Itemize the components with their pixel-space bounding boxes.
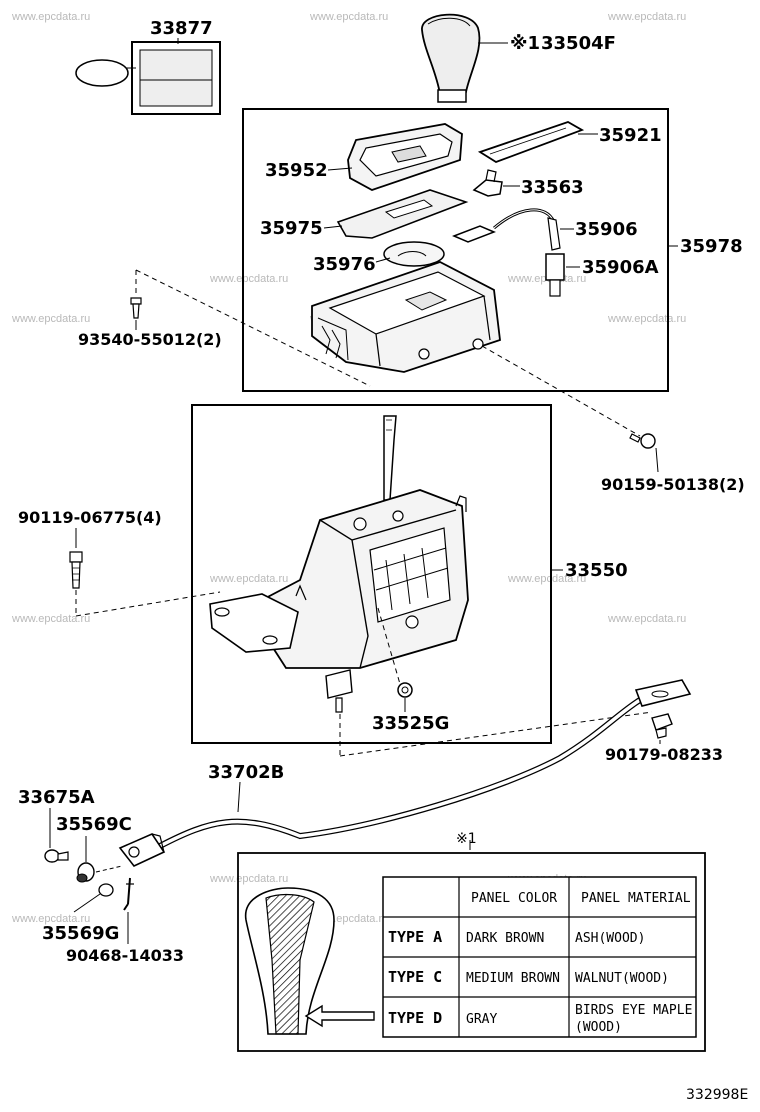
part-90468-clip[interactable] xyxy=(123,877,134,911)
table-cell-material-line2: (WOOD) xyxy=(575,1020,622,1035)
table-header-panel-color: PANEL COLOR xyxy=(471,891,557,906)
label-33525G: 33525G xyxy=(372,713,449,734)
watermark: www.epcdata.ru xyxy=(209,273,288,285)
table-cell-type: TYPE A xyxy=(388,928,442,946)
label-93540: 93540-55012(2) xyxy=(78,330,222,349)
part-indicator-housing[interactable] xyxy=(311,261,501,373)
part-35975-slide-plate[interactable] xyxy=(336,189,469,239)
label-35952: 35952 xyxy=(265,160,328,181)
watermark: www.epcdata.ru xyxy=(607,613,686,625)
part-35569G-bushing[interactable] xyxy=(98,883,114,897)
knob-section-icon xyxy=(245,887,335,1035)
label-33675A: 33675A xyxy=(18,787,95,808)
label-33504F-mark: ※1 xyxy=(510,33,540,54)
watermark: www.epcdata.ru xyxy=(209,873,288,885)
label-35569G: 35569G xyxy=(42,923,119,944)
label-33877: 33877 xyxy=(150,18,213,39)
detail-mark: ※1 xyxy=(456,831,477,847)
label-33563: 33563 xyxy=(521,177,584,198)
table-cell-material: ASH(WOOD) xyxy=(575,931,645,946)
table-cell-type: TYPE D xyxy=(388,1009,442,1027)
part-90119-bolt[interactable] xyxy=(69,551,83,589)
label-35906: 35906 xyxy=(575,219,638,240)
label-35569C: 35569C xyxy=(56,814,132,835)
label-90119: 90119-06775(4) xyxy=(18,508,162,527)
label-90159: 90159-50138(2) xyxy=(601,475,745,494)
panel-variant-table: PANEL COLOR PANEL MATERIAL TYPE A DARK B… xyxy=(382,876,697,1038)
watermark: www.epcdata.ru xyxy=(309,11,388,23)
watermark: www.epcdata.ru xyxy=(11,313,90,325)
part-33877-plate[interactable] xyxy=(75,41,221,115)
label-35906A: 35906A xyxy=(582,257,659,278)
table-cell-color: MEDIUM BROWN xyxy=(466,971,560,986)
label-35978: 35978 xyxy=(680,236,743,257)
label-35976: 35976 xyxy=(313,254,376,275)
part-33563-clip[interactable] xyxy=(472,169,503,197)
arrow-left-icon xyxy=(304,1004,375,1028)
label-35975: 35975 xyxy=(260,218,323,239)
detail-box-knob-variants xyxy=(237,852,706,1052)
part-90179-bolt[interactable] xyxy=(651,713,673,739)
watermark: www.epcdata.ru xyxy=(11,913,90,925)
watermark: www.epcdata.ru xyxy=(11,613,90,625)
label-33550: 33550 xyxy=(565,560,628,581)
watermarks: www.epcdata.ru www.epcdata.ru www.epcdat… xyxy=(11,11,686,925)
table-cell-material: WALNUT(WOOD) xyxy=(575,971,669,986)
label-35921: 35921 xyxy=(599,125,662,146)
drawing-number: 332998E xyxy=(686,1087,748,1103)
table-cell-color: GRAY xyxy=(466,1012,497,1027)
part-35906-bulb-wire[interactable] xyxy=(452,208,561,251)
part-35976-disc[interactable] xyxy=(383,241,445,267)
table-cell-material: BIRDS EYE MAPLE xyxy=(575,1003,692,1018)
label-33702B: 33702B xyxy=(208,762,284,783)
label-33504F: 33504F xyxy=(541,33,616,54)
watermark: www.epcdata.ru xyxy=(607,313,686,325)
part-93540-screw[interactable] xyxy=(130,297,142,319)
part-33675A-pin[interactable] xyxy=(44,849,69,863)
watermark: www.epcdata.ru xyxy=(209,573,288,585)
table-cell-type: TYPE C xyxy=(388,968,442,986)
part-35906A-socket[interactable] xyxy=(545,253,565,297)
label-90468: 90468-14033 xyxy=(66,946,184,965)
label-90179: 90179-08233 xyxy=(605,745,723,764)
part-35921-panel[interactable] xyxy=(477,121,585,163)
watermark: www.epcdata.ru xyxy=(11,11,90,23)
table-cell-color: DARK BROWN xyxy=(466,931,544,946)
part-90159-screw[interactable] xyxy=(629,433,656,449)
watermark: www.epcdata.ru xyxy=(507,573,586,585)
assembly-box-33550 xyxy=(191,404,552,744)
part-33702B-cable[interactable] xyxy=(118,679,692,867)
part-35569C-bushing[interactable] xyxy=(76,862,95,883)
table-header-panel-material: PANEL MATERIAL xyxy=(581,891,691,906)
part-33504F-knob[interactable] xyxy=(421,13,481,103)
part-33550-shift-lever[interactable] xyxy=(209,415,469,713)
part-35952-bezel[interactable] xyxy=(347,123,463,191)
watermark: www.epcdata.ru xyxy=(607,11,686,23)
assembly-box-35978 xyxy=(242,108,669,392)
part-33525G-nut[interactable] xyxy=(397,682,413,698)
